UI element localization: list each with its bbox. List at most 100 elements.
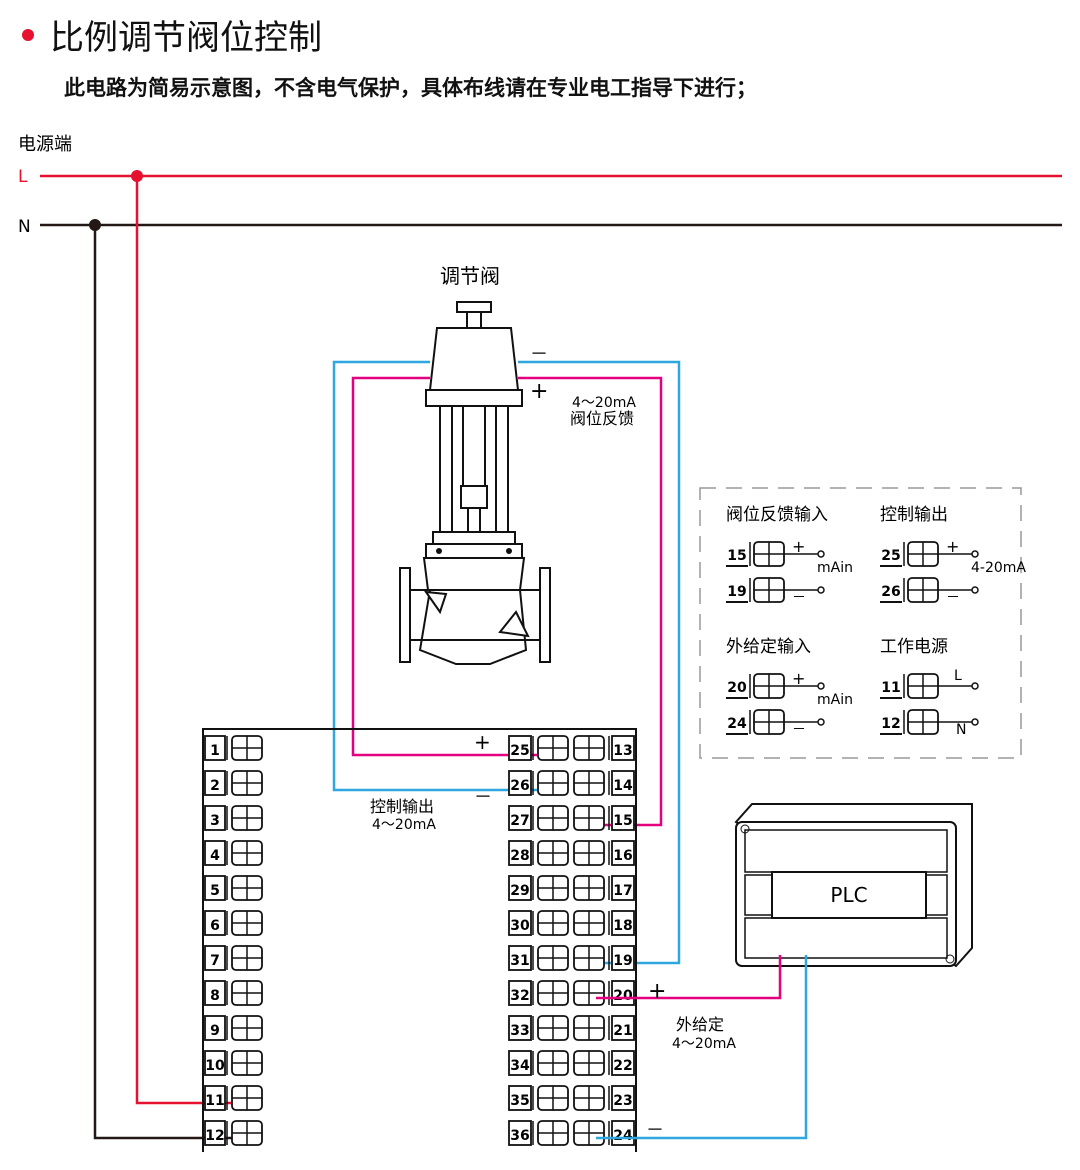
legend-title: 外给定输入 [726,637,811,657]
terminal-label-mid: 26 [510,778,529,794]
valve-feedback-range: 4～20mA [572,395,636,411]
external-setpoint-label: 外给定 [676,1015,724,1034]
legend-external-input: 外给定输入 20 24 + － mAin [726,637,853,738]
terminal-row: 3 27 15 [204,805,635,831]
terminal-row: 5 29 17 [204,875,635,901]
legend-plus: + [792,537,805,556]
legend-terminal-label: 12 [881,716,900,732]
page-title-text: 比例调节阀位控制 [50,18,322,58]
page-subtitle: 此电路为简易示意图，不含电气保护，具体布线请在专业电工指导下进行； [64,76,757,100]
terminal-label-right: 13 [613,743,632,759]
terminal-row: 12 36 24 [204,1120,635,1146]
terminal-label-left: 6 [210,918,220,934]
terminal-label-left: 8 [210,988,220,1004]
terminal-label-mid: 27 [510,813,529,829]
controller-output-range: 4～20mA [372,817,436,833]
controller-plus-label: + [474,730,491,754]
terminal-label-right: 24 [613,1128,633,1144]
legend-terminal-label: 11 [881,680,900,696]
legend-title: 工作电源 [880,637,948,657]
terminal-row: 10 34 22 [204,1050,635,1076]
terminal-label-right: 23 [613,1093,632,1109]
legend-terminal-label: 15 [727,548,746,564]
legend-n: N [956,722,966,738]
terminal-label-right: 15 [613,813,632,829]
terminal-label-right: 19 [613,953,632,969]
external-minus-wire [596,955,808,1140]
legend-unit: mAin [817,560,853,576]
terminal-label-mid: 35 [510,1093,529,1109]
plc-unit: PLC [734,803,973,968]
valve-plus-label: + [530,379,548,404]
l-label: L [18,167,28,187]
legend-terminal-label: 26 [881,584,900,600]
terminal-label-left: 9 [210,1023,220,1039]
legend-terminal-label: 20 [727,680,747,696]
feedback-minus-wire [518,360,681,965]
legend-l: L [954,668,962,684]
legend-plus: + [792,669,805,688]
terminal-label-left: 1 [210,743,220,759]
legend-unit: mAin [817,692,853,708]
terminal-label-mid: 34 [510,1058,530,1074]
terminal-legend: 阀位反馈输入 15 19 + － mAin 控制输出 25 26 + － 4-20mA 外给定输入 20 2… [699,487,1026,759]
terminal-label-left: 12 [205,1128,224,1144]
legend-title: 阀位反馈输入 [726,505,828,525]
bullet-dot [22,28,34,41]
terminal-label-right: 17 [613,883,632,899]
terminal-label-right: 18 [613,918,632,934]
controller-minus-label: － [474,787,492,808]
terminal-label-left: 7 [210,953,220,969]
legend-terminal-label: 24 [727,716,747,732]
terminal-row: 2 26 14 [204,770,635,796]
controller-output-label: 控制输出 [370,797,434,816]
terminal-label-mid: 32 [510,988,529,1004]
terminal-row: 11 35 23 [204,1085,635,1111]
terminal-label-right: 14 [613,778,633,794]
terminal-label-right: 21 [613,1023,632,1039]
terminal-row: 6 30 18 [204,910,635,936]
legend-terminal-label: 25 [881,548,900,564]
page-title: 比例调节阀位控制 [22,10,322,59]
control-plus-wire [351,376,548,757]
terminal-row: 8 32 20 [204,980,635,1006]
legend-feedback-input: 阀位反馈输入 15 19 + － mAin [726,505,853,606]
terminal-label-mid: 29 [510,883,529,899]
terminal-label-left: 10 [205,1058,225,1074]
terminal-label-left: 11 [205,1093,224,1109]
control-minus-wire [332,360,548,792]
terminal-label-mid: 31 [510,953,529,969]
legend-unit: 4-20mA [971,560,1026,576]
legend-minus: － [792,590,806,606]
legend-minus: － [792,722,806,738]
terminal-label-left: 5 [210,883,220,899]
legend-terminal-label: 19 [727,584,746,600]
legend-work-power: 工作电源 11 12 L N [880,637,979,738]
terminal-label-mid: 33 [510,1023,529,1039]
legend-minus: － [946,590,960,606]
terminal-label-left: 3 [210,813,220,829]
terminal-label-right: 22 [613,1058,632,1074]
terminal-label-right: 20 [613,988,633,1004]
terminal-label-mid: 36 [510,1128,529,1144]
legend-title: 控制输出 [880,505,948,525]
legend-plus: + [946,537,959,556]
terminal-label-right: 16 [613,848,632,864]
terminal-row: 7 31 19 [204,945,635,971]
n-wire-to-12 [93,225,243,1140]
terminal-label-mid: 30 [510,918,530,934]
external-plus-wire [596,955,782,1000]
valve-label: 调节阀 [440,264,500,288]
external-minus-label: － [646,1120,664,1141]
terminal-label-left: 4 [210,848,220,864]
valve-minus-label: － [530,344,548,365]
terminal-label-left: 2 [210,778,220,794]
plc-label: PLC [830,883,867,907]
valve-feedback-label: 阀位反馈 [570,409,634,428]
external-setpoint-range: 4～20mA [672,1036,736,1052]
n-label: N [18,217,31,237]
terminal-row: 9 33 21 [204,1015,635,1041]
